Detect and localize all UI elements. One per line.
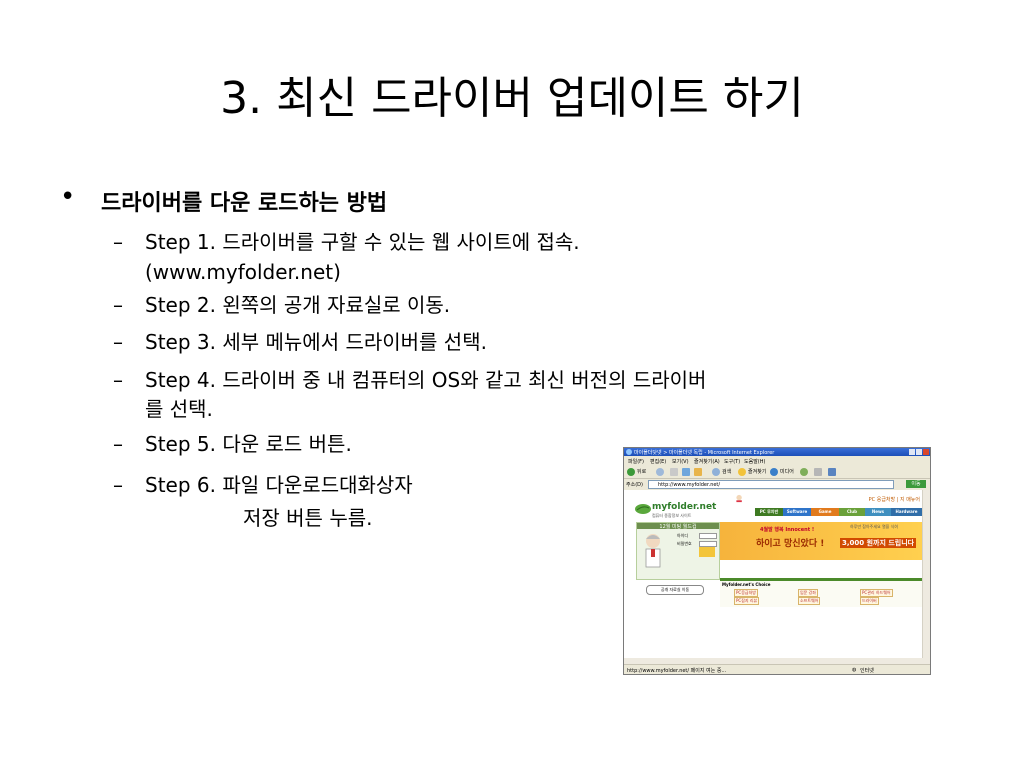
- step-4-line-1: Step 4. 드라이버 중 내 컴퓨터의 OS와 같고 최신 버전의 드라이버: [145, 368, 707, 392]
- nav-tab-club[interactable]: Club: [839, 508, 865, 516]
- browser-titlebar: 마이폴더닷넷 > 마이폴더넷 독립 - Microsoft Internet E…: [624, 448, 930, 456]
- leaf-icon: [635, 504, 651, 514]
- choice-link-5[interactable]: 소프트웨어: [798, 597, 821, 605]
- choice-section: Myfolder.net's Choice PC응급처방 입문 강좌 PC관리 …: [720, 578, 922, 607]
- slide-title: 3. 최신 드라이버 업데이트 하기: [220, 73, 804, 124]
- window-controls: [908, 449, 929, 457]
- menu-view[interactable]: 보기(V): [672, 459, 689, 465]
- back-label[interactable]: 뒤로: [637, 469, 647, 475]
- globe-icon: ◍: [852, 667, 857, 673]
- mascot-icon: [736, 494, 742, 503]
- step-6-line-2: 저장 버튼 누름.: [243, 506, 373, 530]
- choice-link-1[interactable]: PC응급처방: [734, 589, 758, 597]
- history-icon[interactable]: [800, 468, 808, 476]
- login-id-label: 아이디: [677, 533, 689, 538]
- site-logo-subtitle: 컴퓨터 종합정보 사이트: [652, 513, 692, 518]
- home-icon[interactable]: [694, 468, 702, 476]
- favorites-label[interactable]: 즐겨찾기: [748, 469, 767, 475]
- step-dash: –: [113, 473, 123, 497]
- promo-banner[interactable]: 하루만 참아주세요 열을 식혀 4월말 행복 Innocent ! 하이고 망신…: [720, 522, 922, 560]
- step-5-line-1: Step 5. 다운 로드 버튼.: [145, 432, 352, 456]
- browser-menubar: 파일(F) 편집(E) 보기(V) 즐겨찾기(A) 도구(T) 도움말(H): [624, 457, 930, 465]
- print-icon[interactable]: [828, 468, 836, 476]
- refresh-icon[interactable]: [682, 468, 690, 476]
- forward-icon[interactable]: [656, 468, 664, 476]
- ie-icon: [626, 449, 632, 455]
- menu-help[interactable]: 도움말(H): [744, 459, 766, 465]
- step-6-line-1: Step 6. 파일 다운로드대화상자: [145, 473, 413, 497]
- nav-tab-news[interactable]: News: [865, 508, 891, 516]
- nav-tab-software[interactable]: Software: [783, 508, 811, 516]
- search-icon[interactable]: [712, 468, 720, 476]
- site-nav: PC 무지반 Software Game Club News Hardware: [755, 508, 922, 516]
- professor-icon: [645, 534, 661, 568]
- address-label: 주소(D): [626, 482, 643, 488]
- login-button[interactable]: [699, 547, 715, 557]
- step-dash: –: [113, 230, 123, 254]
- login-box: 12월 미팅 월드컵 아이디 비밀번호: [636, 522, 720, 580]
- minimize-icon[interactable]: [909, 449, 915, 455]
- maximize-icon[interactable]: [916, 449, 922, 455]
- step-1-line-1: Step 1. 드라이버를 구할 수 있는 웹 사이트에 접속.: [145, 230, 580, 254]
- menu-file[interactable]: 파일(F): [628, 459, 644, 465]
- close-icon[interactable]: [923, 449, 929, 455]
- choice-link-6[interactable]: 드라이버: [860, 597, 879, 605]
- step-2-line-1: Step 2. 왼쪽의 공개 자료실로 이동.: [145, 293, 451, 317]
- status-zone: 인터넷: [860, 668, 874, 674]
- browser-screenshot: 마이폴더닷넷 > 마이폴더넷 독립 - Microsoft Internet E…: [623, 447, 931, 675]
- site-top-links[interactable]: PC 응급처방 | 지 매뉴어: [868, 497, 920, 503]
- banner-line-1: 4월말 행복 Innocent !: [760, 527, 815, 533]
- address-bar: 주소(D) http://www.myfolder.net/ 이동: [624, 479, 930, 489]
- search-label[interactable]: 검색: [722, 469, 732, 475]
- media-icon[interactable]: [770, 468, 778, 476]
- step-4-line-2: 를 선택.: [145, 397, 213, 421]
- go-button[interactable]: 이동: [906, 480, 926, 488]
- menu-favorites[interactable]: 즐겨찾기(A): [694, 459, 720, 465]
- choice-link-3[interactable]: PC관리 하드웨어: [860, 589, 893, 597]
- nav-tab-hardware[interactable]: Hardware: [891, 508, 922, 516]
- bullet-marker: •: [60, 182, 76, 212]
- browser-window-title: 마이폴더닷넷 > 마이폴더넷 독립 - Microsoft Internet E…: [634, 450, 775, 456]
- step-dash: –: [113, 368, 123, 392]
- left-menu-button[interactable]: 공개 자료실 이동: [646, 585, 704, 595]
- step-dash: –: [113, 293, 123, 317]
- mail-icon[interactable]: [814, 468, 822, 476]
- step-dash: –: [113, 330, 123, 354]
- web-page: myfolder.net 컴퓨터 종합정보 사이트 PC 응급처방 | 지 매뉴…: [624, 490, 922, 658]
- choice-link-4[interactable]: PC잡지 리뷰: [734, 597, 760, 605]
- choice-link-2[interactable]: 입문 강좌: [798, 589, 818, 597]
- step-1-line-2: (www.myfolder.net): [145, 260, 341, 284]
- favorites-icon[interactable]: [738, 468, 746, 476]
- banner-line-2: 하이고 망신았다 !: [756, 539, 825, 549]
- vertical-scrollbar[interactable]: [922, 490, 930, 658]
- login-pw-input[interactable]: [699, 541, 717, 547]
- address-value: http://www.myfolder.net/: [658, 482, 721, 488]
- site-logo[interactable]: myfolder.net 컴퓨터 종합정보 사이트: [634, 498, 716, 518]
- nav-tab-pc[interactable]: PC 무지반: [755, 508, 783, 516]
- banner-line-3: 3,000 원까지 드립니다: [840, 538, 917, 548]
- bullet-heading: 드라이버를 다운 로드하는 방법: [101, 191, 388, 216]
- banner-note: 하루만 참아주세요 열을 식혀: [850, 524, 898, 529]
- menu-tools[interactable]: 도구(T): [724, 459, 741, 465]
- horizontal-scrollbar[interactable]: [624, 658, 930, 664]
- address-input[interactable]: http://www.myfolder.net/: [648, 480, 894, 489]
- stop-icon[interactable]: [670, 468, 678, 476]
- login-id-input[interactable]: [699, 533, 717, 539]
- status-bar: http://www.myfolder.net/ 페이지 여는 중... ◍ 인…: [624, 664, 930, 674]
- status-text: http://www.myfolder.net/ 페이지 여는 중...: [627, 668, 727, 674]
- back-icon[interactable]: [627, 468, 635, 476]
- login-header: 12월 미팅 월드컵: [637, 523, 719, 530]
- media-label[interactable]: 미디어: [780, 469, 794, 475]
- step-dash: –: [113, 432, 123, 456]
- choice-header: Myfolder.net's Choice: [722, 582, 771, 587]
- nav-tab-game[interactable]: Game: [811, 508, 839, 516]
- step-3-line-1: Step 3. 세부 메뉴에서 드라이버를 선택.: [145, 330, 487, 354]
- login-pw-label: 비밀번호: [677, 541, 692, 546]
- browser-toolbar: 뒤로 검색 즐겨찾기 미디어: [624, 466, 930, 479]
- site-logo-text: myfolder.net: [652, 502, 717, 512]
- menu-edit[interactable]: 편집(E): [650, 459, 667, 465]
